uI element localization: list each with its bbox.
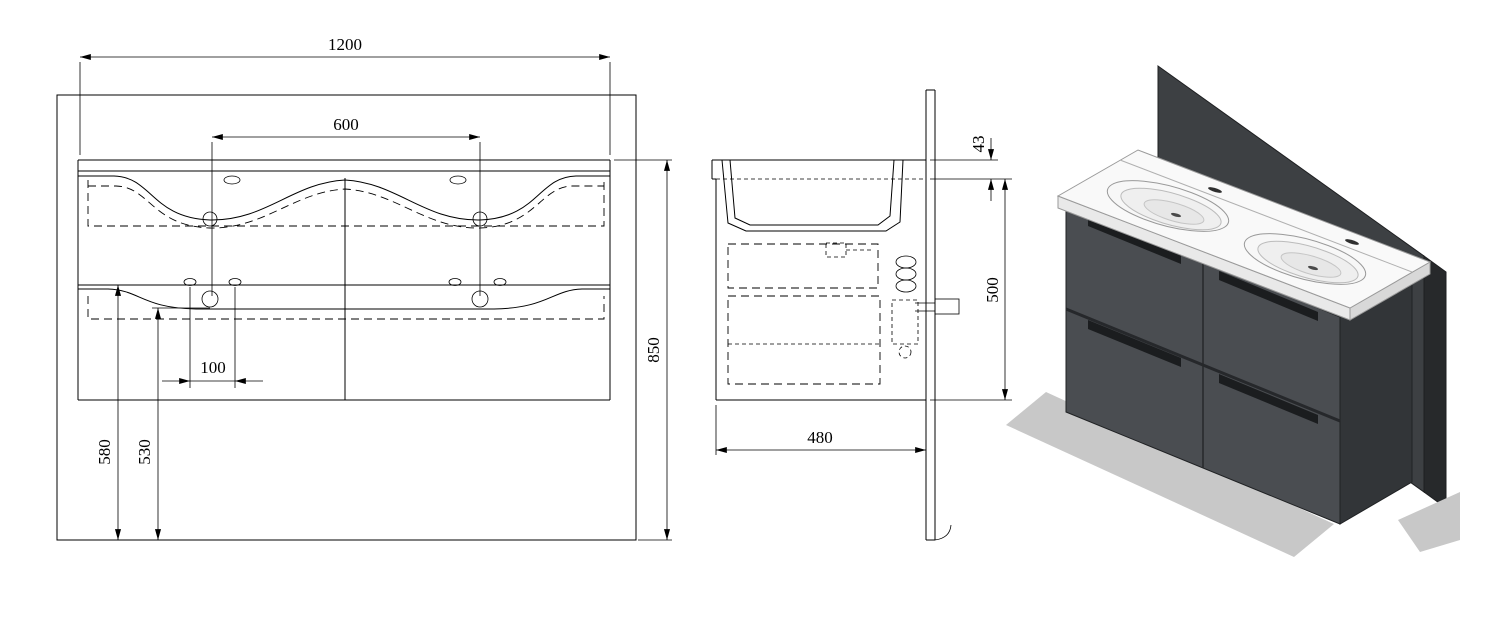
dim-label-600: 600 (333, 115, 359, 134)
basin-bottom (1136, 195, 1213, 228)
iso-back-panel-edge (1423, 255, 1447, 509)
band-hole-1 (183, 278, 197, 286)
dim-label-500: 500 (983, 277, 1002, 303)
dim-580: 580 (95, 284, 170, 540)
iso-faucet-hole-left (1208, 187, 1222, 193)
dim-label-43: 43 (969, 136, 988, 153)
dim-850: 850 (614, 159, 672, 541)
faucet-hole-left (223, 175, 241, 185)
dim-label-580: 580 (95, 439, 114, 465)
iso-floor-plate-right (1398, 492, 1460, 552)
dim-label-530: 530 (135, 439, 154, 465)
band-hole-3 (448, 278, 462, 286)
front-view: 1200 600 100 850 580 (56, 35, 672, 541)
front-drawer-band (78, 278, 610, 320)
side-view: 43 500 480 (711, 89, 1012, 541)
front-cabinet-outline (77, 159, 611, 401)
iso-drawer-handle-lower-left (1088, 320, 1181, 367)
basin-drain (1307, 265, 1319, 271)
side-wall-panel (925, 89, 952, 541)
bowl-outer-wall (721, 159, 904, 232)
dim-500: 500 (930, 179, 1012, 401)
iso-counter-back-ledge (1119, 159, 1413, 273)
basin-hidden-wave (88, 185, 604, 229)
iso-basin-right (1226, 224, 1385, 294)
siphon-trap-hidden (891, 299, 919, 345)
dim-480: 480 (715, 405, 926, 455)
basin-bottom (1273, 248, 1350, 281)
iso-drawer-handle-lower-right (1219, 374, 1318, 424)
iso-basin-left (1089, 171, 1248, 241)
dim-label-1200: 1200 (328, 35, 362, 54)
front-back-panel-outline (56, 94, 637, 541)
basin-drain (1170, 212, 1182, 218)
iso-view (1006, 65, 1460, 557)
band-hole-2 (228, 278, 242, 286)
drawer-band-hidden-box (87, 296, 605, 320)
side-cabinet-outline (715, 179, 926, 401)
upper-drawer-hidden (727, 243, 879, 289)
band-drain-left (201, 290, 219, 308)
dim-530: 530 (135, 307, 210, 540)
dim-label-480: 480 (807, 428, 833, 447)
flexible-hose-coil (895, 255, 917, 269)
dim-1200: 1200 (79, 35, 611, 155)
dim-label-850: 850 (644, 337, 663, 363)
basin-hidden-box (87, 180, 605, 227)
siphon-outlet-hidden (898, 345, 912, 359)
iso-faucet-hole-right (1345, 239, 1359, 245)
dim-100: 100 (162, 287, 263, 388)
side-plumbing (825, 242, 960, 359)
flexible-hose-coil (895, 267, 917, 281)
basin-front-wave (78, 175, 610, 221)
floor-corner-arc (934, 524, 952, 541)
lower-drawer-hidden (727, 295, 881, 385)
wall-outlet-pipe (934, 298, 960, 315)
bowl-inner-wall (729, 159, 895, 226)
side-basin-section (711, 159, 926, 232)
side-drawers-hidden (727, 243, 881, 385)
dim-600: 600 (211, 115, 481, 296)
dim-label-100: 100 (200, 358, 226, 377)
drain-left (202, 211, 218, 227)
band-hole-4 (493, 278, 507, 286)
iso-floor-plate (1006, 392, 1334, 557)
drawer-band-wave (78, 288, 610, 310)
waste-fitting-hidden (825, 242, 847, 258)
front-basin-profile (78, 175, 610, 229)
faucet-hole-right (449, 175, 467, 185)
flexible-hose-coil (895, 279, 917, 293)
iso-drawer-handle-upper-right (1219, 271, 1318, 321)
dim-43: 43 (930, 136, 1012, 201)
